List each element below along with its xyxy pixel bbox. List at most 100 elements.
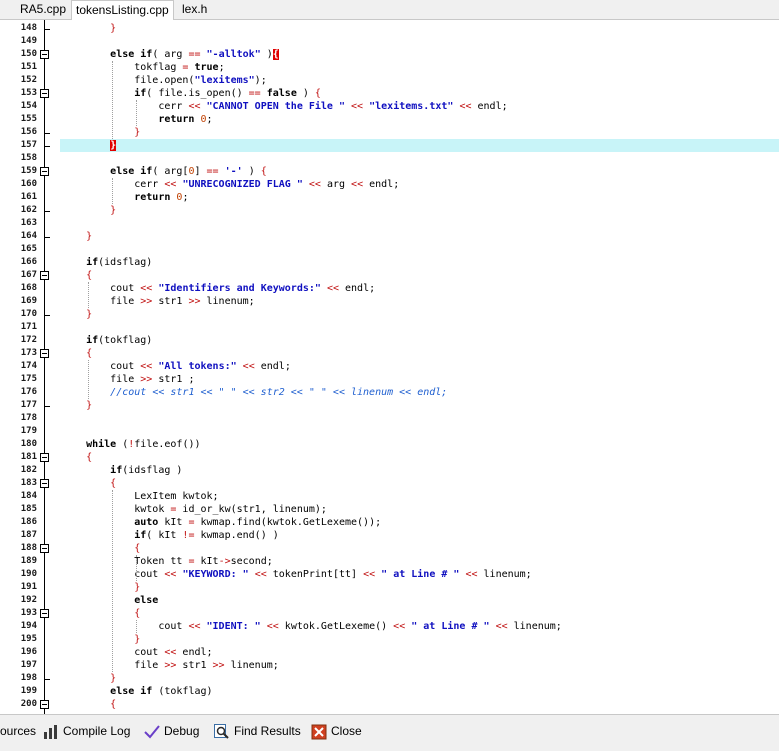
code-text[interactable]: while (!file.eof()) bbox=[86, 439, 201, 450]
code-line[interactable]: 175 file >> str1 ; bbox=[0, 373, 779, 386]
code-text[interactable]: { bbox=[134, 543, 141, 554]
code-line[interactable]: 148 } bbox=[0, 22, 779, 35]
code-line[interactable]: 188 { bbox=[0, 542, 779, 555]
code-line[interactable]: 199 else if (tokflag) bbox=[0, 685, 779, 698]
code-text[interactable]: cerr << "UNRECOGNIZED FLAG " << arg << e… bbox=[62, 179, 400, 190]
code-text[interactable]: file >> str1 >> linenum; bbox=[62, 660, 279, 671]
code-text[interactable]: { bbox=[134, 608, 141, 619]
code-line[interactable]: 197 file >> str1 >> linenum; bbox=[0, 659, 779, 672]
code-line[interactable]: 193 { bbox=[0, 607, 779, 620]
fold-toggle-icon[interactable] bbox=[40, 609, 49, 618]
code-line[interactable]: 181 { bbox=[0, 451, 779, 464]
code-line[interactable]: 189 Token tt = kIt->second; bbox=[0, 555, 779, 568]
code-line[interactable]: 153 if( file.is_open() == false ) { bbox=[0, 87, 779, 100]
code-line[interactable]: 191 } bbox=[0, 581, 779, 594]
code-line[interactable]: 179 bbox=[0, 425, 779, 438]
code-text[interactable]: if( file.is_open() == false ) { bbox=[134, 88, 321, 99]
code-line[interactable]: 169 file >> str1 >> linenum; bbox=[0, 295, 779, 308]
code-text[interactable]: else bbox=[134, 595, 159, 606]
code-text[interactable]: } bbox=[110, 673, 117, 684]
tab-sources[interactable]: ources bbox=[0, 724, 37, 738]
code-line[interactable]: 165 bbox=[0, 243, 779, 256]
code-text[interactable]: tokflag = true; bbox=[62, 62, 225, 73]
code-text[interactable]: } bbox=[110, 205, 117, 216]
code-text[interactable]: if(idsflag ) bbox=[110, 465, 183, 476]
code-line[interactable]: 198 } bbox=[0, 672, 779, 685]
code-line[interactable]: 174 cout << "All tokens:" << endl; bbox=[0, 360, 779, 373]
code-line[interactable]: 164 } bbox=[0, 230, 779, 243]
code-text[interactable]: cerr << "CANNOT OPEN the File " << "lexi… bbox=[62, 101, 508, 112]
code-line[interactable]: 151 tokflag = true; bbox=[0, 61, 779, 74]
code-line[interactable]: 150 else if( arg == "-alltok" ){ bbox=[0, 48, 779, 61]
code-text[interactable]: cout << "All tokens:" << endl; bbox=[62, 361, 291, 372]
code-line[interactable]: 170 } bbox=[0, 308, 779, 321]
code-line[interactable]: 162 } bbox=[0, 204, 779, 217]
code-line[interactable]: 163 bbox=[0, 217, 779, 230]
code-line[interactable]: 186 auto kIt = kwmap.find(kwtok.GetLexem… bbox=[0, 516, 779, 529]
tab-close[interactable]: Close bbox=[311, 720, 362, 742]
fold-toggle-icon[interactable] bbox=[40, 89, 49, 98]
code-line[interactable]: 192 else bbox=[0, 594, 779, 607]
code-line[interactable]: 173 { bbox=[0, 347, 779, 360]
tab-ra5-cpp[interactable]: RA5.cpp bbox=[20, 2, 67, 16]
code-line[interactable]: 176 //cout << str1 << " " << str2 << " "… bbox=[0, 386, 779, 399]
fold-toggle-icon[interactable] bbox=[40, 544, 49, 553]
fold-toggle-icon[interactable] bbox=[40, 349, 49, 358]
code-line[interactable]: 195 } bbox=[0, 633, 779, 646]
code-text[interactable]: { bbox=[110, 478, 117, 489]
code-line[interactable]: 183 { bbox=[0, 477, 779, 490]
code-text[interactable]: if(tokflag) bbox=[86, 335, 153, 346]
code-text[interactable]: if(idsflag) bbox=[86, 257, 153, 268]
code-line[interactable]: 182 if(idsflag ) bbox=[0, 464, 779, 477]
fold-toggle-icon[interactable] bbox=[40, 50, 49, 59]
code-line[interactable]: 154 cerr << "CANNOT OPEN the File " << "… bbox=[0, 100, 779, 113]
code-text[interactable]: else if( arg[0] == '-' ) { bbox=[110, 166, 267, 177]
code-line[interactable]: 200 { bbox=[0, 698, 779, 711]
code-text[interactable]: if( kIt != kwmap.end() ) bbox=[134, 530, 279, 541]
code-line[interactable]: 171 bbox=[0, 321, 779, 334]
code-line[interactable]: 152 file.open("lexitems"); bbox=[0, 74, 779, 87]
code-text[interactable]: cout << "KEYWORD: " << tokenPrint[tt] <<… bbox=[62, 569, 532, 580]
code-line[interactable]: 180 while (!file.eof()) bbox=[0, 438, 779, 451]
tab-debug[interactable]: Debug bbox=[144, 720, 199, 742]
code-text[interactable]: file >> str1 ; bbox=[62, 374, 195, 385]
code-line[interactable]: 159 else if( arg[0] == '-' ) { bbox=[0, 165, 779, 178]
fold-toggle-icon[interactable] bbox=[40, 479, 49, 488]
tab-tokenslisting-cpp[interactable]: tokensListing.cpp bbox=[71, 0, 174, 20]
fold-toggle-icon[interactable] bbox=[40, 271, 49, 280]
code-text[interactable]: } bbox=[110, 23, 117, 34]
code-line[interactable]: 172 if(tokflag) bbox=[0, 334, 779, 347]
code-text[interactable]: cout << "IDENT: " << kwtok.GetLexeme() <… bbox=[62, 621, 562, 632]
code-text[interactable]: auto kIt = kwmap.find(kwtok.GetLexeme())… bbox=[134, 517, 382, 528]
code-text[interactable]: file >> str1 >> linenum; bbox=[62, 296, 255, 307]
code-line[interactable]: 168 cout << "Identifiers and Keywords:" … bbox=[0, 282, 779, 295]
code-text[interactable]: LexItem kwtok; bbox=[62, 491, 219, 502]
code-text[interactable]: return 0; bbox=[158, 114, 213, 125]
code-line[interactable]: 196 cout << endl; bbox=[0, 646, 779, 659]
code-line[interactable]: 177 } bbox=[0, 399, 779, 412]
code-text[interactable]: cout << endl; bbox=[62, 647, 213, 658]
tab-compile-log[interactable]: Compile Log bbox=[43, 720, 130, 742]
code-line[interactable]: 190 cout << "KEYWORD: " << tokenPrint[tt… bbox=[0, 568, 779, 581]
code-text[interactable]: file.open("lexitems"); bbox=[62, 75, 267, 86]
code-line[interactable]: 187 if( kIt != kwmap.end() ) bbox=[0, 529, 779, 542]
code-text[interactable]: } bbox=[110, 140, 117, 151]
code-text[interactable]: } bbox=[86, 400, 93, 411]
code-line[interactable]: 157 } bbox=[0, 139, 779, 152]
code-text[interactable]: else if (tokflag) bbox=[110, 686, 213, 697]
code-line[interactable]: 149 bbox=[0, 35, 779, 48]
code-text[interactable]: Token tt = kIt->second; bbox=[62, 556, 273, 567]
code-line[interactable]: 156 } bbox=[0, 126, 779, 139]
code-line[interactable]: 184 LexItem kwtok; bbox=[0, 490, 779, 503]
code-line[interactable]: 167 { bbox=[0, 269, 779, 282]
code-text[interactable]: cout << "Identifiers and Keywords:" << e… bbox=[62, 283, 376, 294]
code-text[interactable]: { bbox=[110, 699, 117, 710]
code-text[interactable]: { bbox=[86, 348, 93, 359]
code-text[interactable]: { bbox=[86, 270, 93, 281]
code-text[interactable]: else if( arg == "-alltok" ){ bbox=[110, 49, 279, 60]
code-line[interactable]: 158 bbox=[0, 152, 779, 165]
code-text[interactable]: //cout << str1 << " " << str2 << " " << … bbox=[110, 387, 448, 398]
code-text[interactable]: kwtok = id_or_kw(str1, linenum); bbox=[62, 504, 327, 515]
code-text[interactable]: } bbox=[134, 634, 141, 645]
code-line[interactable]: 178 bbox=[0, 412, 779, 425]
